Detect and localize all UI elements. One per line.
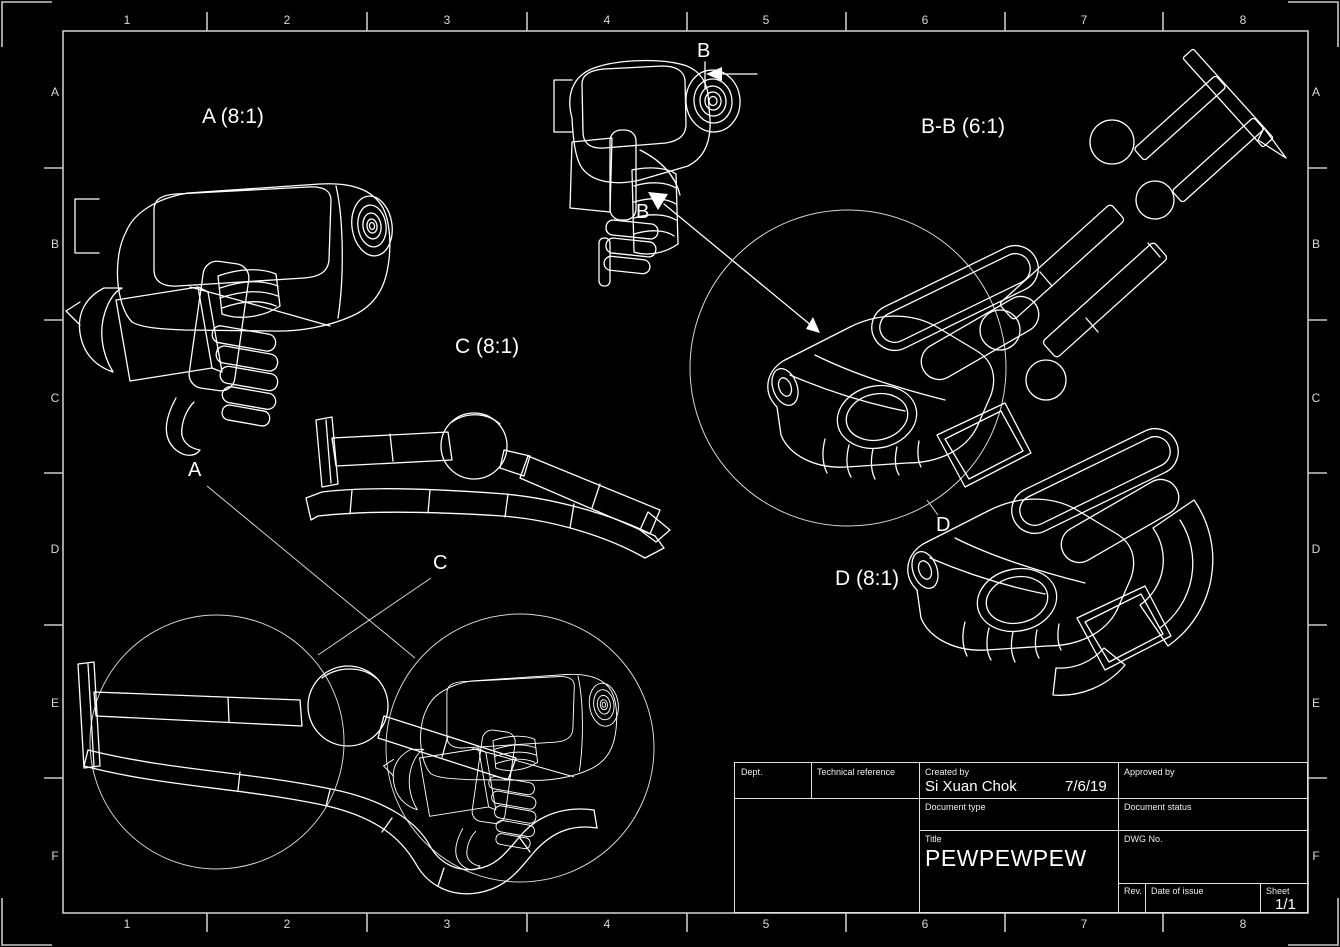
section-letter-b-top: B — [697, 40, 711, 62]
grid-col-label: 1 — [123, 917, 131, 931]
created-date-value: 7/6/19 — [1065, 778, 1107, 795]
callout-letter-c: C — [433, 552, 448, 574]
grid-col-label: 4 — [603, 13, 611, 27]
grid-row-label: C — [1311, 391, 1321, 405]
rev-label: Rev. — [1124, 886, 1142, 896]
created-by-value: Si Xuan Chok — [925, 778, 1017, 795]
tube — [83, 749, 598, 895]
grid-col-label: 8 — [1239, 917, 1247, 931]
sheet-label: Sheet — [1266, 886, 1290, 896]
section-letter-b-bottom: B — [636, 201, 650, 223]
view-label-detail-c: C (8:1) — [455, 335, 520, 358]
technical-reference-label: Technical reference — [817, 767, 896, 777]
cut-fans — [1052, 499, 1214, 696]
grid-row-label: E — [1311, 696, 1320, 710]
date-of-issue-label: Date of issue — [1151, 886, 1204, 896]
wand-arm — [979, 48, 1287, 401]
sheet-value: 1/1 — [1275, 896, 1296, 913]
approved-by-label: Approved by — [1124, 767, 1175, 777]
view-detail-c-drawing — [305, 412, 671, 559]
document-type-label: Document type — [925, 802, 986, 812]
title-label: Title — [925, 834, 942, 844]
grid-col-label: 4 — [603, 917, 611, 931]
grid-col-label: 2 — [283, 13, 291, 27]
grid-row-label: A — [1311, 85, 1320, 99]
grid-row-label: D — [1311, 542, 1321, 556]
grid-row-label: F — [51, 849, 59, 863]
document-status-label: Document status — [1124, 802, 1192, 812]
view-label-detail-a: A (8:1) — [202, 105, 264, 128]
view-label-detail-d: D (8:1) — [835, 567, 900, 590]
dept-label: Dept. — [741, 767, 763, 777]
callout-leaders — [206, 485, 432, 659]
grid-row-label: B — [1311, 237, 1320, 251]
grid-col-label: 1 — [123, 13, 131, 27]
title-block: Dept. Technical reference Created by Si … — [734, 762, 1309, 913]
view-detail-d-drawing — [906, 420, 1214, 696]
grid-row-label: E — [50, 696, 59, 710]
grid-row-label: A — [50, 85, 59, 99]
grid-col-label: 3 — [443, 13, 451, 27]
grid-col-label: 7 — [1080, 917, 1088, 931]
view-assembly-drawing — [77, 613, 655, 895]
callout-letter-a: A — [188, 459, 202, 481]
grid-row-label: F — [1312, 849, 1320, 863]
view-section-parent-drawing — [553, 59, 741, 287]
grid-col-label: 5 — [762, 917, 770, 931]
grid-col-label: 7 — [1080, 13, 1088, 27]
dwg-no-label: DWG No. — [1124, 834, 1163, 844]
title-value: PEWPEWPEW — [925, 845, 1087, 871]
grid-row-label: B — [50, 237, 59, 251]
created-by-label: Created by — [925, 767, 970, 777]
grid-row-label: D — [50, 542, 60, 556]
view-detail-a-drawing — [65, 183, 397, 456]
grid-col-label: 3 — [443, 917, 451, 931]
view-section-bb-drawing — [689, 48, 1287, 527]
section-line-b — [648, 61, 820, 333]
grid-col-label: 6 — [921, 917, 929, 931]
view-label-section-bb: B-B (6:1) — [921, 115, 1006, 138]
callout-letter-d: D — [936, 514, 951, 536]
grid-row-label: C — [50, 391, 60, 405]
grid-col-label: 6 — [921, 13, 929, 27]
grid-col-label: 8 — [1239, 13, 1247, 27]
grid-col-label: 5 — [762, 13, 770, 27]
grid-col-label: 2 — [283, 917, 291, 931]
